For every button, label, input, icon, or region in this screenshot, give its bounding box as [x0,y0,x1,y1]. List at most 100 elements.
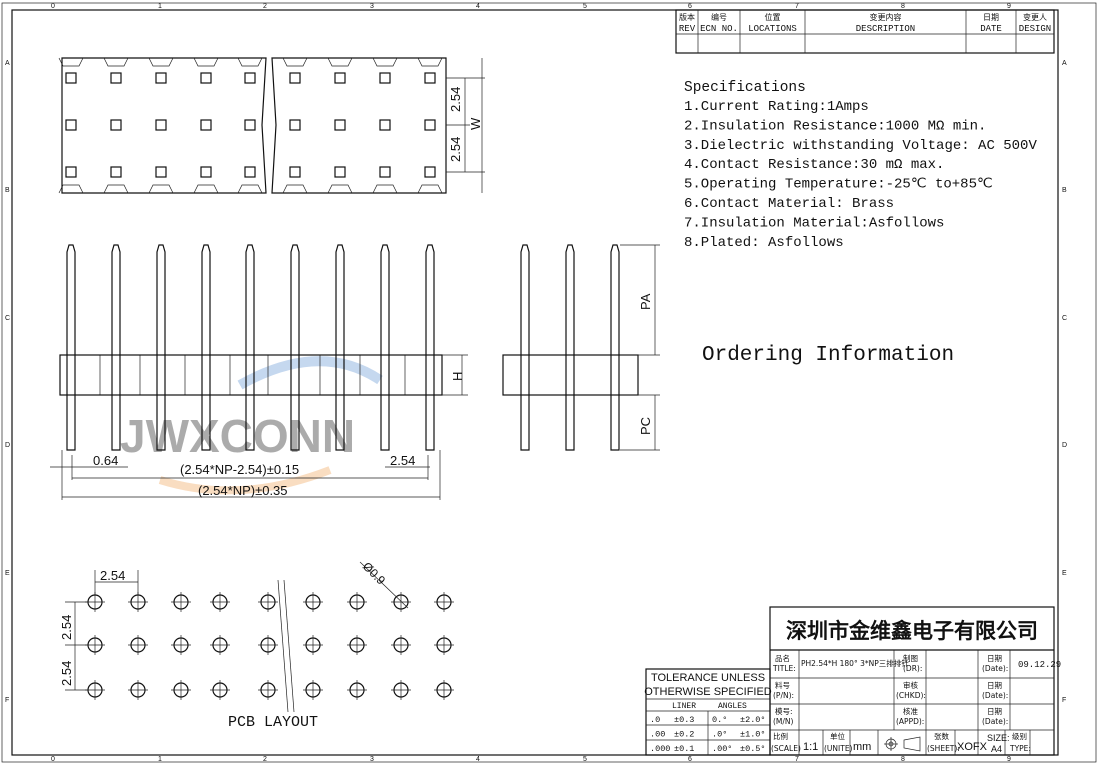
date-label-en-1: (Date): [982,664,1008,673]
revision-header-cn: 变更内容 [870,12,902,22]
zone-col-label: 4 [476,3,480,10]
zone-col-label: 7 [795,3,799,10]
tolerance-title-1: TOLERANCE UNLESS [651,672,765,684]
appd-label-en: (APPD): [896,717,924,726]
tolerance-cell: ±0.3 [674,715,694,725]
dim-inner-length: (2.54*NP-2.54)±0.15 [180,462,299,477]
top-view-pin [65,166,77,178]
side-view-pin [290,244,300,451]
dim-pcb-pitch-h: 2.54 [100,568,125,583]
watermark-text: JWXCONN [120,410,355,462]
spec-item: 6.Contact Material: Brass [684,196,894,212]
end-view: PA PC [502,244,660,451]
dim-overall-length: (2.54*NP)±0.35 [198,483,288,498]
scale-value: 1:1 [803,741,818,753]
zone-row-label: A [1062,60,1067,67]
dim-hole-diameter: Ø0.9 [360,559,389,588]
side-view: H 0.64 2.54 (2.54*NP-2.54)±0.15 (2.54*NP… [50,244,468,500]
revision-header-en: DESCRIPTION [856,24,915,34]
unit-value: mm [853,741,871,753]
revision-header-cn: 位置 [765,12,781,22]
dim-pitch-bottom: 2.54 [448,137,463,162]
zone-col-label: 1 [158,756,162,763]
watermark: JWXCONN [120,356,383,495]
revision-header-cn: 日期 [983,13,999,22]
revision-header-en: DESIGN [1019,24,1051,34]
revision-header-cn: 版本 [679,12,695,22]
pn-label-en: (P/N): [773,691,794,700]
revision-header-en: REV [679,24,696,34]
end-view-pin [565,244,575,451]
revision-header-cn: 变更人 [1023,12,1047,22]
zone-col-label: 2 [263,756,267,763]
tolerance-cell: ±1.0° [740,730,766,740]
projection-symbol-icon [884,736,921,752]
mn-label-cn: 模号: [775,706,793,716]
top-view-pin [379,166,391,178]
type-label-en: TYPE: [1009,744,1031,753]
side-view-pin [380,244,390,451]
top-view-pin [110,119,122,131]
zone-row-label: F [1062,697,1066,704]
side-view-pin [425,244,435,451]
dim-pa: PA [638,293,653,310]
bottom-notch [282,184,308,194]
pn-label-cn: 料号 [775,680,790,690]
date-label-cn-1: 日期 [987,654,1002,663]
title-label-en: TITLE: [772,664,796,673]
date-value: 09.12.29 [1018,660,1061,670]
tolerance-angles-header: ANGLES [718,702,747,711]
top-notch [417,57,443,67]
top-view-pin [379,72,391,84]
top-view-pin [155,72,167,84]
tolerance-liner-header: LINER [672,702,696,711]
side-view-pin [335,244,345,451]
dim-width: W [468,117,483,130]
ordering-information-title: Ordering Information [702,344,954,367]
tolerance-cell: .0 [650,715,660,725]
side-view-pin [66,244,76,451]
top-view-pin [65,72,77,84]
side-housing [59,354,443,396]
bottom-notch [103,184,129,194]
date-label-en-2: (Date): [982,691,1008,700]
sheet-label-en: (SHEET): [927,744,960,753]
mn-label-en: (M/N) [773,717,794,726]
zone-col-label: 8 [901,756,905,763]
tolerance-cell: ±0.1 [674,744,694,754]
top-view-pin [289,166,301,178]
top-view-pin [200,166,212,178]
zone-col-label: 5 [583,756,587,763]
tolerance-cell: ±0.2 [674,730,694,740]
chkd-label-cn: 审核 [903,680,918,690]
revision-header-en: LOCATIONS [748,24,797,34]
specifications: Specifications 1.Current Rating:1Amps2.I… [684,80,1037,251]
spec-item: 1.Current Rating:1Amps [684,99,869,115]
sheet-label-cn: 张数 [934,731,949,741]
dim-pitch-side: 2.54 [390,453,415,468]
unit-label-en: (UNITE) [824,744,853,753]
end-view-pin [520,244,530,451]
date-label-cn-2: 日期 [987,681,1002,690]
tolerance-cell: ±0.5° [740,744,766,754]
end-housing [502,354,639,396]
spec-title: Specifications [684,80,806,96]
top-view-pin [289,72,301,84]
zone-col-label: 3 [370,3,374,10]
type-label-cn: 级别 [1012,731,1027,741]
tolerance-cell: ±2.0° [740,715,766,725]
scale-label-cn: 比例 [773,731,788,741]
zone-col-label: 4 [476,756,480,763]
top-view-pin [379,119,391,131]
dim-pc: PC [638,417,653,435]
spec-item: 7.Insulation Material:Asfollows [684,215,944,231]
zone-row-label: B [5,187,10,194]
dr-label-en: (DR): [903,664,922,673]
dim-pitch-top: 2.54 [448,87,463,112]
bottom-notch [327,184,353,194]
zone-row-label: C [1062,315,1067,322]
zone-col-label: 9 [1007,3,1011,10]
date-label-en-3: (Date): [982,717,1008,726]
unit-label-cn: 单位 [830,731,845,741]
